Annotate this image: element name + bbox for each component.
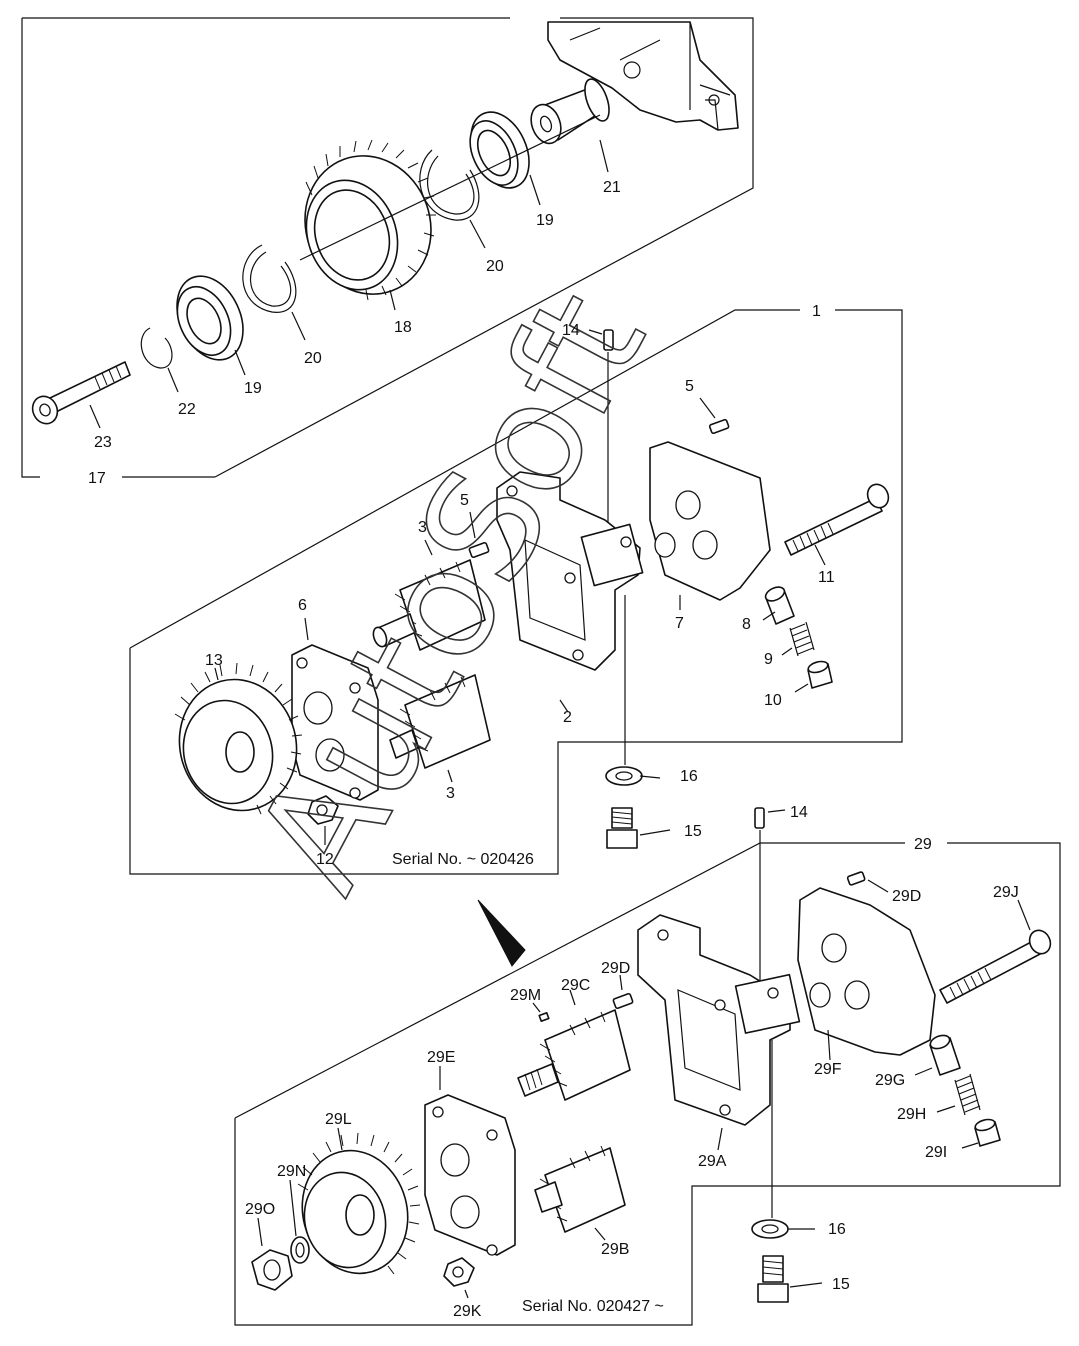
pin-5-left (468, 511, 490, 559)
pump-body-2 (496, 471, 644, 713)
pump-cover-6 (291, 617, 379, 801)
label-6: 6 (298, 597, 307, 614)
label-11: 11 (818, 569, 835, 586)
nut-29O (251, 1217, 293, 1291)
label-19-upper: 19 (536, 212, 554, 229)
label-16-upper: 16 (680, 768, 698, 785)
label-16-lower: 16 (828, 1221, 846, 1238)
snap-ring-20-lower (242, 244, 306, 341)
bearing-19-upper (469, 111, 541, 206)
label-15-upper: 15 (684, 823, 702, 840)
label-29N: 29N (277, 1163, 306, 1180)
label-29D-left: 29D (601, 960, 630, 977)
label-17: 17 (88, 470, 106, 487)
nut-12 (307, 795, 339, 845)
washer-16-lower (751, 1040, 815, 1239)
label-20-lower: 20 (304, 350, 322, 367)
bolt-23 (31, 361, 131, 429)
pump-gear-29C (517, 989, 631, 1101)
label-29J: 29J (993, 884, 1019, 901)
label-29F: 29F (814, 1061, 842, 1078)
label-8: 8 (742, 616, 751, 633)
pin-5-right (699, 397, 730, 435)
serial-top: Serial No. ~ 020426 (392, 851, 534, 868)
bearing-19-lower (176, 275, 246, 376)
label-15-lower: 15 (832, 1276, 850, 1293)
pump-plate-7 (649, 441, 771, 610)
key-29M (532, 1002, 550, 1022)
label-29D-right: 29D (892, 888, 921, 905)
label-29K: 29K (453, 1303, 482, 1320)
spring-29H (936, 1073, 981, 1116)
helical-gear-18 (304, 139, 436, 311)
bolt-29J (939, 899, 1052, 1004)
spring-9 (781, 621, 815, 657)
snap-ring-20-upper (419, 149, 486, 249)
serial-bottom: Serial No. 020427 ~ (522, 1298, 664, 1315)
label-29C: 29C (561, 977, 590, 994)
label-22: 22 (178, 401, 196, 418)
label-3-lower: 3 (446, 785, 455, 802)
label-29O: 29O (245, 1201, 275, 1218)
label-20-upper: 20 (486, 258, 504, 275)
washer-16-upper (605, 595, 661, 786)
label-1: 1 (812, 303, 821, 320)
callout-labels: 23 22 19 20 18 20 19 21 17 1 14 5 5 3 3 … (88, 179, 1019, 1320)
valve-8 (762, 586, 795, 625)
label-19-lower: 19 (244, 380, 262, 397)
label-14-lower: 14 (790, 804, 808, 821)
sleeve-21 (530, 78, 610, 173)
washer-29N (289, 1179, 310, 1264)
plug-10 (794, 660, 833, 693)
label-12: 12 (316, 851, 334, 868)
pump-gear-29B (534, 1145, 626, 1241)
label-29G: 29G (875, 1072, 905, 1089)
label-23: 23 (94, 434, 112, 451)
label-29A: 29A (698, 1153, 727, 1170)
label-5-left: 5 (460, 492, 469, 509)
label-18: 18 (394, 319, 412, 336)
label-29: 29 (914, 836, 932, 853)
drive-gear-29L (297, 1127, 421, 1275)
label-29H: 29H (897, 1106, 926, 1123)
pin-29D-right (846, 871, 889, 893)
label-2: 2 (563, 709, 572, 726)
label-5-right: 5 (685, 378, 694, 395)
engine-housing-fragment (547, 21, 739, 131)
label-10: 10 (764, 692, 782, 709)
frame-group-17 (21, 17, 754, 478)
label-29L: 29L (325, 1111, 352, 1128)
bolt-15-upper (606, 807, 671, 849)
plug-29I (961, 1118, 1001, 1149)
pump-body-29A (637, 914, 801, 1151)
frame-group-1 (129, 309, 903, 875)
pump-gear-3-upper (372, 539, 486, 651)
label-13: 13 (205, 652, 223, 669)
pin-14-upper (588, 329, 614, 532)
bolt-15-lower (757, 1255, 823, 1303)
pump-gear-3-lower (389, 674, 491, 783)
label-7: 7 (675, 615, 684, 632)
label-29E: 29E (427, 1049, 455, 1066)
drive-gear-13 (174, 662, 303, 815)
arrow-indicator (477, 899, 526, 967)
circlip-22 (140, 327, 179, 393)
pin-29D-left (612, 974, 634, 1010)
label-21: 21 (603, 179, 621, 196)
label-29M: 29M (510, 987, 541, 1004)
pin-14-lower (754, 807, 786, 980)
label-3-upper: 3 (418, 519, 427, 536)
label-14-upper: 14 (562, 322, 580, 339)
pump-cover-29E (424, 1066, 516, 1256)
label-9: 9 (764, 651, 773, 668)
pump-plate-29F (797, 887, 936, 1061)
label-29I: 29I (925, 1144, 947, 1161)
nut-29K (443, 1257, 475, 1299)
bolt-11 (784, 483, 890, 566)
label-29B: 29B (601, 1241, 629, 1258)
valve-29G (914, 1034, 961, 1076)
